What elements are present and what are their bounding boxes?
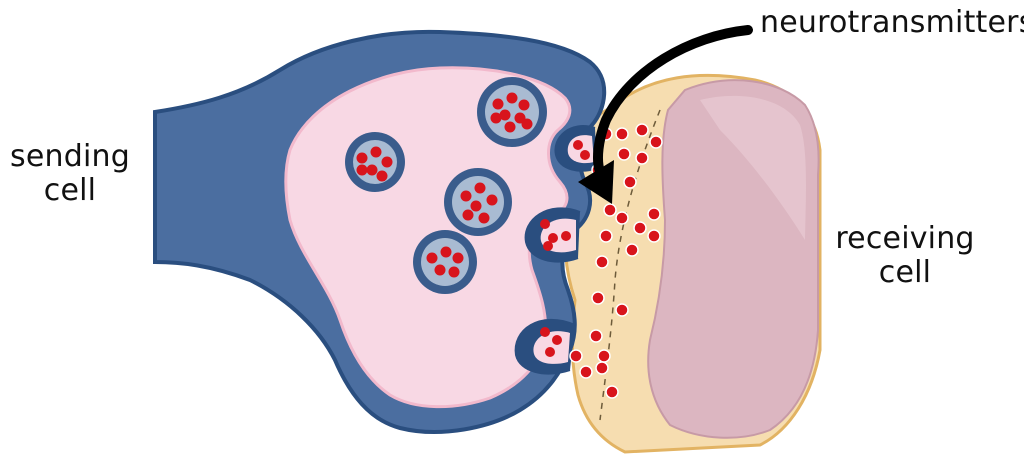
- vesicle: [444, 168, 512, 236]
- receiving-cell-label: receiving cell: [830, 222, 980, 290]
- receiving-cell-label-line1: receiving: [830, 222, 980, 256]
- neurotransmitters-text: neurotransmitters: [760, 6, 1022, 40]
- sending-cell-label: sending cell: [0, 140, 140, 208]
- vesicle: [413, 230, 477, 294]
- sending-cell-label-line1: sending: [0, 140, 140, 174]
- receiving-cell-label-line2: cell: [830, 256, 980, 290]
- sending-cell-label-line2: cell: [0, 174, 140, 208]
- vesicle: [345, 132, 405, 192]
- vesicle: [477, 77, 547, 147]
- neurotransmitters-label: neurotransmitters: [760, 6, 1022, 40]
- sending-cell: [155, 32, 604, 432]
